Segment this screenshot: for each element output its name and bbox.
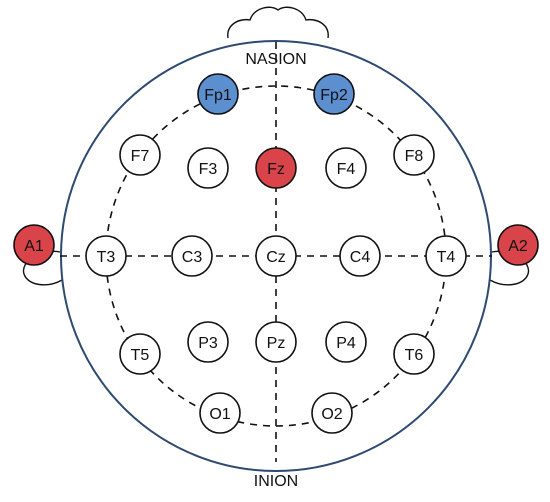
electrode-t3-label: T3 (97, 249, 116, 266)
electrode-f3-marker (187, 147, 229, 189)
electrode-cz: Cz (255, 235, 297, 277)
electrode-o2-marker (311, 392, 353, 434)
electrode-c3-label: C3 (182, 249, 203, 266)
nose-outline (227, 6, 329, 39)
electrode-f4-marker (325, 147, 367, 189)
electrode-f7-marker (119, 134, 161, 176)
electrode-fp2-label: Fp2 (320, 87, 348, 104)
electrode-t4-label: T4 (437, 249, 456, 266)
electrode-c4: C4 (339, 235, 381, 277)
electrode-fz-marker (255, 147, 297, 189)
electrode-t6-marker (393, 333, 435, 375)
electrode-f8: F8 (393, 134, 435, 176)
electrode-pz-marker (255, 321, 297, 363)
electrode-a1-marker (13, 224, 55, 266)
electrode-c3: C3 (171, 235, 213, 277)
electrode-fp2-marker (313, 73, 355, 115)
electrode-p4-marker (325, 321, 367, 363)
electrode-cz-marker (255, 235, 297, 277)
electrode-f8-marker (393, 134, 435, 176)
electrode-t6-label: T6 (405, 347, 424, 364)
electrode-a2-label: A2 (508, 238, 528, 255)
electrode-f7: F7 (119, 134, 161, 176)
electrode-c4-label: C4 (350, 249, 371, 266)
electrode-p4-label: P4 (336, 335, 356, 352)
electrode-cz-label: Cz (266, 249, 286, 266)
electrode-p4: P4 (325, 321, 367, 363)
electrode-a2-marker (497, 224, 539, 266)
electrode-t3: T3 (85, 235, 127, 277)
electrode-o1-marker (199, 392, 241, 434)
electrode-t4-marker (425, 235, 467, 277)
electrode-a1-label: A1 (24, 238, 44, 255)
inion-label: INION (254, 473, 298, 490)
electrode-fp1: Fp1 (197, 73, 239, 115)
electrode-o1: O1 (199, 392, 241, 434)
electrode-fz: Fz (255, 147, 297, 189)
electrode-fz-label: Fz (267, 161, 285, 178)
electrode-f4: F4 (325, 147, 367, 189)
electrode-p3-label: P3 (198, 335, 218, 352)
electrode-p3: P3 (187, 321, 229, 363)
electrode-f7-label: F7 (131, 148, 150, 165)
electrode-f3: F3 (187, 147, 229, 189)
electrode-pz: Pz (255, 321, 297, 363)
electrode-o2-label: O2 (321, 406, 342, 423)
electrode-o2: O2 (311, 392, 353, 434)
electrode-fp1-label: Fp1 (204, 87, 232, 104)
electrode-t6: T6 (393, 333, 435, 375)
electrode-pz-label: Pz (267, 335, 286, 352)
electrode-fp1-marker (197, 73, 239, 115)
electrode-a2: A2 (497, 224, 539, 266)
nasion-label: NASION (245, 51, 306, 68)
electrode-t3-marker (85, 235, 127, 277)
electrode-t5-label: T5 (131, 347, 150, 364)
electrode-a1: A1 (13, 224, 55, 266)
electrode-f8-label: F8 (405, 148, 424, 165)
electrode-f4-label: F4 (337, 161, 356, 178)
electrode-c4-marker (339, 235, 381, 277)
electrode-t5: T5 (119, 333, 161, 375)
electrode-f3-label: F3 (199, 161, 218, 178)
electrode-p3-marker (187, 321, 229, 363)
electrode-t5-marker (119, 333, 161, 375)
electrode-fp2: Fp2 (313, 73, 355, 115)
electrode-o1-label: O1 (209, 406, 230, 423)
electrode-t4: T4 (425, 235, 467, 277)
electrode-c3-marker (171, 235, 213, 277)
